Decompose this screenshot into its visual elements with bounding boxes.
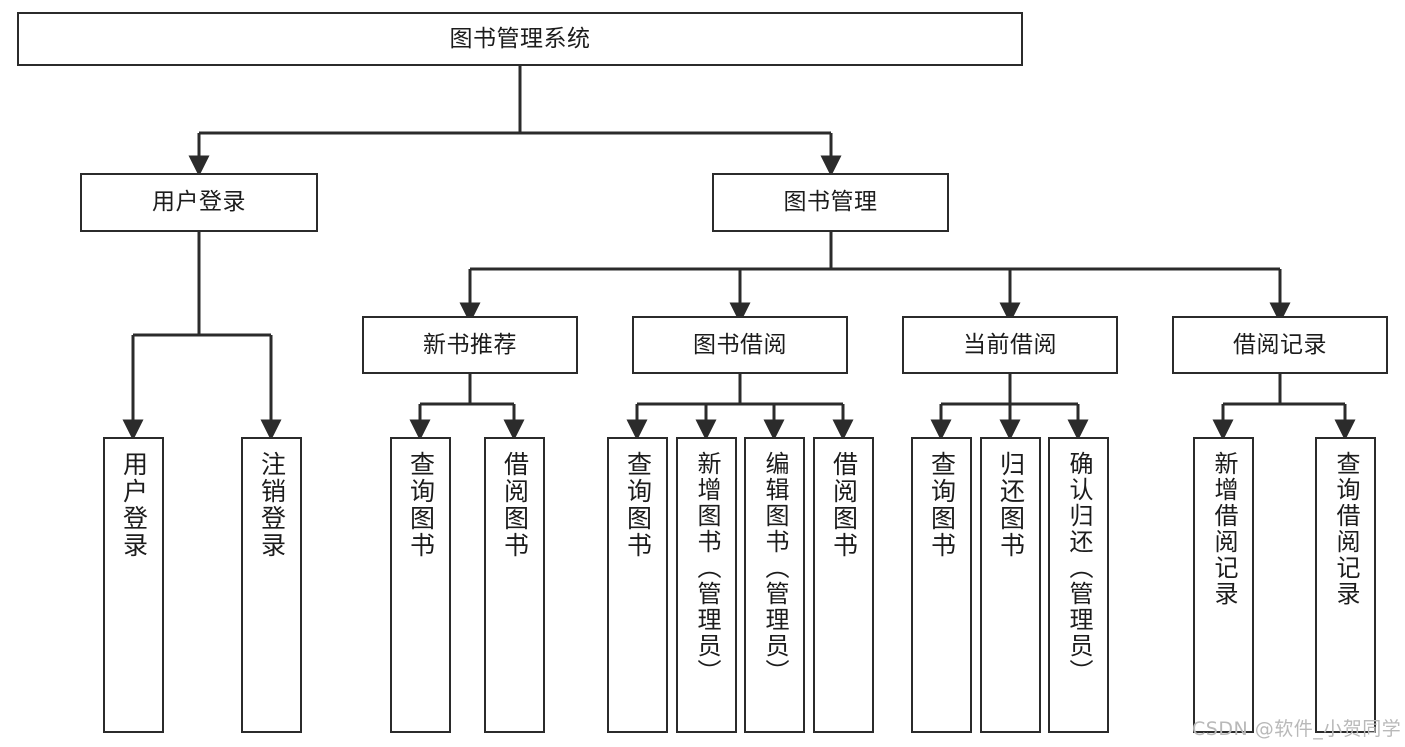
node-label: 注销登录: [257, 451, 287, 559]
node-borrow-record[interactable]: 借阅记录: [1172, 316, 1388, 374]
node-book-management[interactable]: 图书管理: [712, 173, 949, 232]
node-user-login[interactable]: 用户登录: [80, 173, 318, 232]
node-label: 确认归还（管理员）: [1064, 451, 1093, 685]
node-label: 借阅记录: [1233, 331, 1327, 358]
leaf-new-book-borrow[interactable]: 借阅图书: [484, 437, 545, 733]
node-label: 图书管理: [783, 189, 878, 216]
leaf-user-login-logout[interactable]: 注销登录: [241, 437, 302, 733]
leaf-book-borrow-add[interactable]: 新增图书（管理员）: [676, 437, 737, 733]
leaf-current-borrow-confirm-return[interactable]: 确认归还（管理员）: [1048, 437, 1109, 733]
node-label: 用户登录: [119, 451, 149, 559]
node-book-borrow[interactable]: 图书借阅: [632, 316, 848, 374]
leaf-book-borrow-query[interactable]: 查询图书: [607, 437, 668, 733]
leaf-book-borrow-borrow[interactable]: 借阅图书: [813, 437, 874, 733]
node-label: 新增图书（管理员）: [692, 451, 721, 685]
leaf-new-book-query[interactable]: 查询图书: [390, 437, 451, 733]
node-label: 归还图书: [996, 451, 1026, 559]
node-new-book-recommend[interactable]: 新书推荐: [362, 316, 578, 374]
node-root-system[interactable]: 图书管理系统: [17, 12, 1023, 66]
leaf-current-borrow-query[interactable]: 查询图书: [911, 437, 972, 733]
node-label: 用户登录: [152, 189, 246, 216]
node-label: 查询图书: [927, 451, 957, 559]
leaf-borrow-record-query[interactable]: 查询借阅记录: [1315, 437, 1376, 733]
leaf-current-borrow-return[interactable]: 归还图书: [980, 437, 1041, 733]
node-label: 查询图书: [406, 451, 436, 559]
node-current-borrow[interactable]: 当前借阅: [902, 316, 1118, 374]
node-label: 编辑图书（管理员）: [760, 451, 789, 685]
node-label: 借阅图书: [500, 451, 530, 559]
node-label: 查询借阅记录: [1331, 451, 1360, 607]
watermark-text: CSDN @软件_小贺同学: [1192, 718, 1402, 740]
node-label: 查询图书: [623, 451, 653, 559]
node-label: 新增借阅记录: [1209, 451, 1238, 607]
node-label: 新书推荐: [423, 331, 517, 358]
leaf-borrow-record-add[interactable]: 新增借阅记录: [1193, 437, 1254, 733]
node-label: 图书管理系统: [449, 25, 591, 52]
node-label: 图书借阅: [693, 331, 787, 358]
leaf-book-borrow-edit[interactable]: 编辑图书（管理员）: [744, 437, 805, 733]
node-label: 当前借阅: [963, 331, 1057, 358]
leaf-user-login-login[interactable]: 用户登录: [103, 437, 164, 733]
node-label: 借阅图书: [829, 451, 859, 559]
